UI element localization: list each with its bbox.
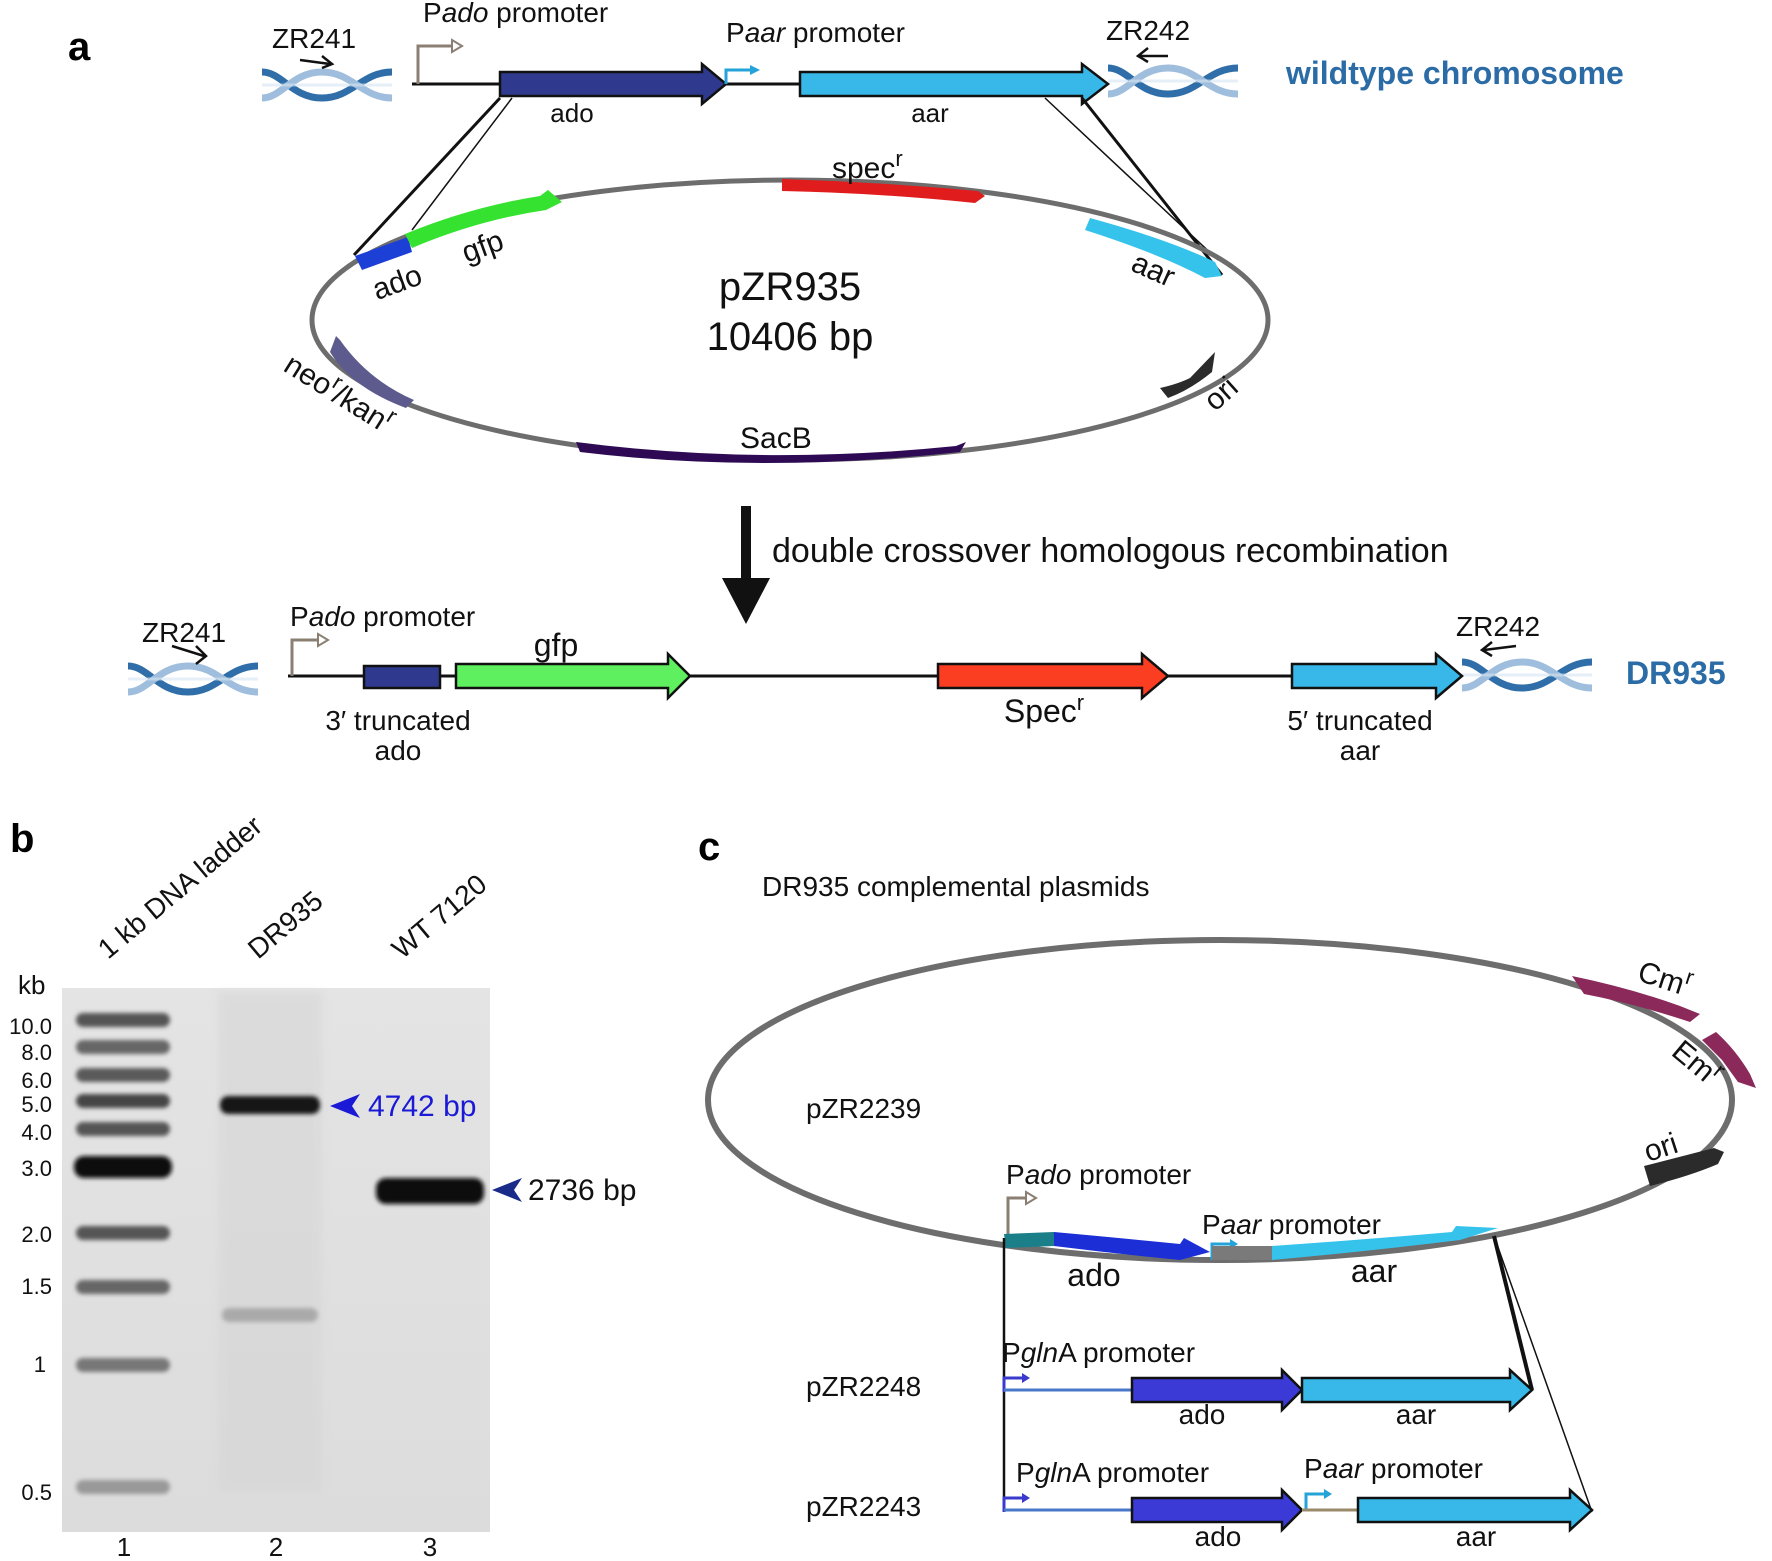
pzr2243-paar-label: Paar promoter <box>1304 1453 1483 1484</box>
truncated-aar-label-2: aar <box>1340 735 1380 766</box>
gel-unit-label: kb <box>18 970 45 1000</box>
svg-text:6.0: 6.0 <box>21 1068 52 1093</box>
svg-text:8.0: 8.0 <box>21 1040 52 1065</box>
pzr2248-pgln-label: PglnA promoter <box>1002 1337 1195 1368</box>
mutant-primer-zr241-label: ZR241 <box>142 617 226 648</box>
svg-text:10.0: 10.0 <box>9 1014 52 1039</box>
pzr2248-aar-label: aar <box>1396 1399 1436 1430</box>
wt-aar-label: aar <box>911 98 949 128</box>
panel-c-guide-lines <box>1002 1235 1593 1513</box>
pzr2243-pgln-label: PglnA promoter <box>1016 1457 1209 1488</box>
pado-promoter-label: Pado promoter <box>423 0 608 28</box>
plasmid-name: pZR935 <box>719 265 861 309</box>
panel-c-paar-label: Paar promoter <box>1202 1209 1381 1240</box>
wt-lane <box>376 1178 484 1204</box>
primer-zr242-label: ZR242 <box>1106 15 1190 46</box>
ado-gene-arrow <box>498 61 728 107</box>
mutant-gfp-label: gfp <box>534 627 578 663</box>
plasmid-pzr2239-label: pZR2239 <box>806 1093 921 1124</box>
truncated-ado-label-1: 3′ truncated <box>325 705 470 736</box>
pzr2243-construct <box>1002 1486 1594 1534</box>
svg-text:3.0: 3.0 <box>21 1156 52 1181</box>
spec-label: specr <box>832 146 903 185</box>
pzr2243-aar-label: aar <box>1456 1521 1496 1552</box>
svg-text:1.5: 1.5 <box>21 1274 52 1299</box>
mutant-spec-label: Specr <box>1004 690 1084 729</box>
lane-number-1: 1 <box>117 1532 131 1561</box>
svg-text:4.0: 4.0 <box>21 1120 52 1145</box>
svg-text:1: 1 <box>34 1352 46 1377</box>
lane-number-3: 3 <box>423 1532 437 1561</box>
plasmid-pzr935-map <box>309 177 1271 463</box>
pzr2248-construct <box>1002 1366 1534 1414</box>
plasmid-pzr2243-label: pZR2243 <box>806 1491 921 1522</box>
sacb-label: SacB <box>740 422 812 455</box>
lane-header-2: DR935 <box>242 885 329 965</box>
plasmid-pzr2239-map <box>705 937 1756 1263</box>
band-marker-dr935-icon <box>330 1094 360 1118</box>
pzr2248-ado-label: ado <box>1179 1399 1226 1430</box>
ladder-labels: 10.0 8.0 6.0 5.0 4.0 3.0 2.0 1.5 1 0.5 <box>9 1014 52 1505</box>
recombination-label: double crossover homologous recombinatio… <box>772 532 1449 570</box>
plasmid-ado-label: ado <box>368 259 426 307</box>
ladder-bands <box>74 1013 172 1494</box>
primer-zr241-label: ZR241 <box>272 23 356 54</box>
panel-b-label: b <box>10 817 34 861</box>
panel-a-label: a <box>68 25 91 69</box>
pzr2239-ado-label: ado <box>1067 1257 1120 1293</box>
band-size-wt: 2736 bp <box>528 1174 636 1207</box>
lane-number-2: 2 <box>269 1532 283 1561</box>
agarose-gel <box>62 988 490 1532</box>
panel-c-label: c <box>698 825 720 869</box>
dna-helix-icon <box>128 666 258 692</box>
dr935-chromosome-map <box>128 632 1592 702</box>
wildtype-chromosome-map <box>262 38 1238 107</box>
band-size-dr935: 4742 bp <box>368 1090 476 1123</box>
pzr2239-aar-label: aar <box>1351 1253 1398 1289</box>
aar-gene-arrow <box>798 61 1111 107</box>
dna-helix-icon <box>262 72 392 98</box>
wildtype-chromosome-label: wildtype chromosome <box>1285 55 1624 91</box>
gfp-label: gfp <box>457 224 507 269</box>
dr935-lane <box>218 992 322 1492</box>
pzr2243-ado-label: ado <box>1195 1521 1242 1552</box>
plasmid-ori-label: ori <box>1198 371 1245 418</box>
plasmid-pzr2248-label: pZR2248 <box>806 1371 921 1402</box>
panel-c-title: DR935 complemental plasmids <box>762 871 1150 902</box>
mutant-pado-promoter-label: Pado promoter <box>290 601 475 632</box>
paar-promoter-label: Paar promoter <box>726 17 905 48</box>
svg-text:5.0: 5.0 <box>21 1092 52 1117</box>
truncated-aar-label-1: 5′ truncated <box>1287 705 1432 736</box>
dna-helix-icon <box>1108 68 1238 94</box>
dna-helix-icon <box>1462 662 1592 688</box>
svg-text:2.0: 2.0 <box>21 1222 52 1247</box>
truncated-ado-label-2: ado <box>375 735 422 766</box>
plasmid-size: 10406 bp <box>707 315 874 359</box>
lane-header-3: WT 7120 <box>386 868 493 964</box>
svg-text:0.5: 0.5 <box>21 1480 52 1505</box>
mutant-primer-zr242-label: ZR242 <box>1456 611 1540 642</box>
dr935-label: DR935 <box>1626 655 1726 691</box>
recombination-arrow <box>722 506 770 624</box>
panel-c-pado-label: Pado promoter <box>1006 1159 1191 1190</box>
wt-ado-label: ado <box>550 98 593 128</box>
band-marker-wt-icon <box>492 1178 522 1202</box>
